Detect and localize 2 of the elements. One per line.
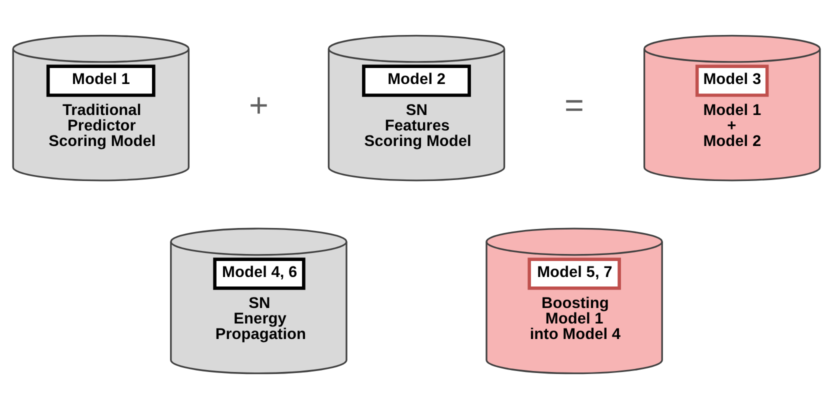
label: = [564,86,584,124]
label: + [248,86,268,124]
